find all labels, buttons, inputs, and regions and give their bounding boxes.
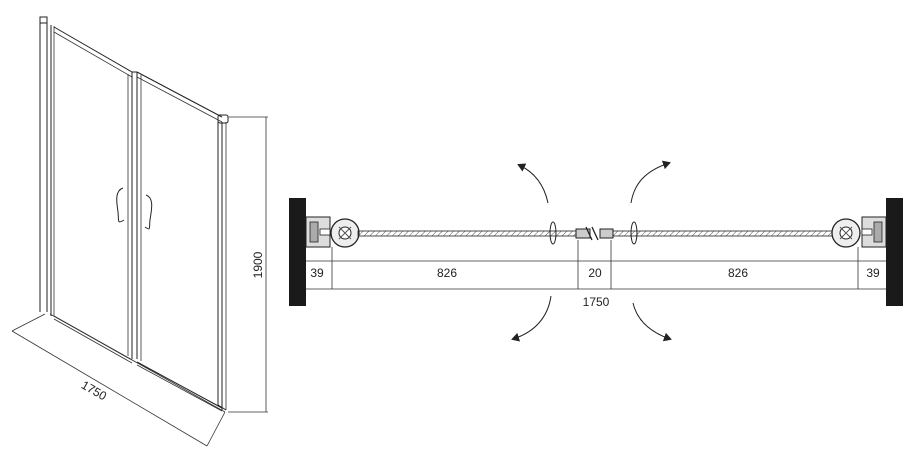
left-door-handle-icon: [116, 187, 125, 223]
right-door-handle-icon: [144, 194, 153, 230]
floor-line: [49, 313, 226, 413]
left-wall: [289, 198, 306, 306]
left-hinge-icon: [330, 218, 360, 248]
left-glass-panel: [357, 230, 577, 237]
left-handle-plan-icon: [549, 221, 557, 245]
left-wall-bracket: [305, 216, 331, 248]
right-wall: [886, 198, 903, 306]
left-door-panel: [53, 26, 133, 364]
left-wall-profile: [39, 16, 55, 316]
right-hinge-icon: [831, 218, 861, 248]
isometric-view: 1750 1900: [11, 16, 268, 447]
right-glass-panel: [612, 230, 833, 237]
right-wall-bracket: [861, 216, 887, 248]
right-wall-profile: [217, 114, 229, 411]
iso-height-dimension: 1900: [228, 116, 268, 413]
plan-dimensions: 39 826 20 826 39 1750: [306, 240, 886, 309]
center-magnetic-seal: [575, 226, 614, 241]
iso-height-label: 1900: [251, 251, 265, 278]
dim-left-profile: 39: [310, 266, 324, 280]
dim-center-gap: 20: [588, 266, 602, 280]
iso-width-dimension: 1750: [11, 313, 226, 447]
swing-arrow-up-left-icon: [517, 163, 549, 204]
dim-total-width: 1750: [583, 295, 610, 309]
dim-right-profile: 39: [866, 266, 880, 280]
swing-arrow-down-left-icon: [511, 295, 552, 342]
right-door-panel: [132, 71, 223, 412]
dim-left-door: 826: [437, 266, 457, 280]
dim-right-door: 826: [728, 266, 748, 280]
right-handle-plan-icon: [630, 221, 638, 245]
swing-arrow-up-right-icon: [630, 160, 671, 204]
iso-width-label: 1750: [79, 378, 109, 404]
swing-arrow-down-right-icon: [632, 302, 672, 342]
plan-view: 39 826 20 826 39 1750: [289, 160, 903, 342]
